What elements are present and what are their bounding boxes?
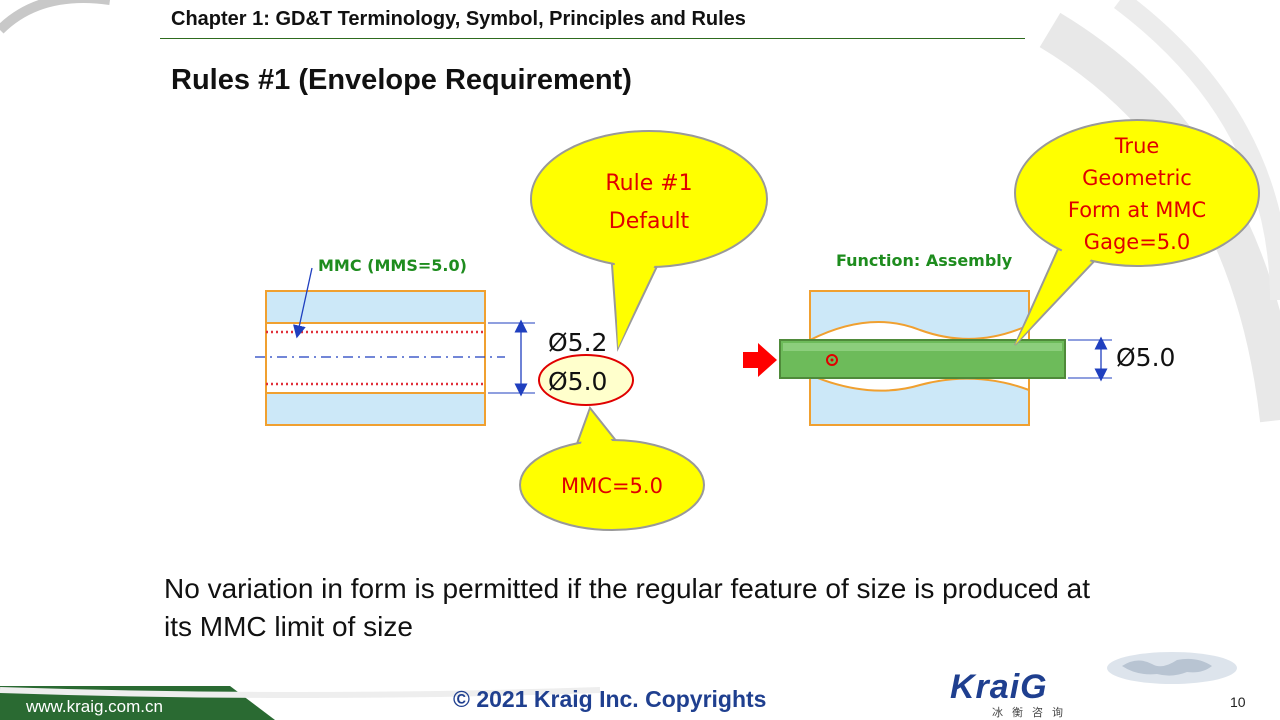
insert-arrow — [743, 343, 777, 377]
callout-true-form-bubble — [1014, 119, 1260, 346]
mmc-leader — [293, 267, 313, 339]
callout-true-form-line4: Gage=5.0 — [1084, 230, 1190, 254]
dim-lower: Ø5.0 — [548, 367, 607, 396]
dim-upper: Ø5.2 — [548, 328, 607, 357]
callout-rule-bubble — [530, 130, 768, 352]
callout-mmc-bubble — [519, 405, 705, 531]
chapter-title: Chapter 1: GD&T Terminology, Symbol, Pri… — [171, 8, 746, 30]
left-part — [255, 267, 535, 426]
title-divider — [160, 38, 1025, 39]
callout-rule-line1: Rule #1 — [605, 171, 692, 196]
function-label: Function: Assembly — [836, 251, 1013, 270]
callout-mmc-text: MMC=5.0 — [561, 474, 663, 498]
mmc-highlight-ellipse — [538, 354, 634, 406]
slide-title: Rules #1 (Envelope Requirement) — [171, 64, 632, 96]
callout-true-form-line3: Form at MMC — [1068, 198, 1206, 222]
rule-statement: No variation in form is permitted if the… — [164, 573, 1090, 642]
page-number: 10 — [1230, 694, 1246, 710]
world-map-graphic — [1107, 652, 1237, 684]
copyright-notice: © 2021 Kraig Inc. Copyrights — [453, 686, 767, 712]
gage-pin — [779, 339, 1066, 379]
callout-rule-line2: Default — [609, 209, 690, 234]
kraig-logo-subtitle: 冰衡咨询 — [992, 707, 1072, 719]
mmc-label: MMC (MMS=5.0) — [318, 256, 467, 275]
envelope-diagram: MMC (MMS=5.0) Ø5.2 Ø5.0 Rule #1 Default … — [255, 119, 1260, 531]
dim-gage: Ø5.0 — [1116, 343, 1175, 372]
footer-url[interactable]: www.kraig.com.cn — [26, 697, 163, 716]
callout-true-form-line1: True — [1114, 134, 1160, 158]
callout-true-form-line2: Geometric — [1082, 166, 1192, 190]
kraig-logo: KraiG — [950, 668, 1048, 706]
